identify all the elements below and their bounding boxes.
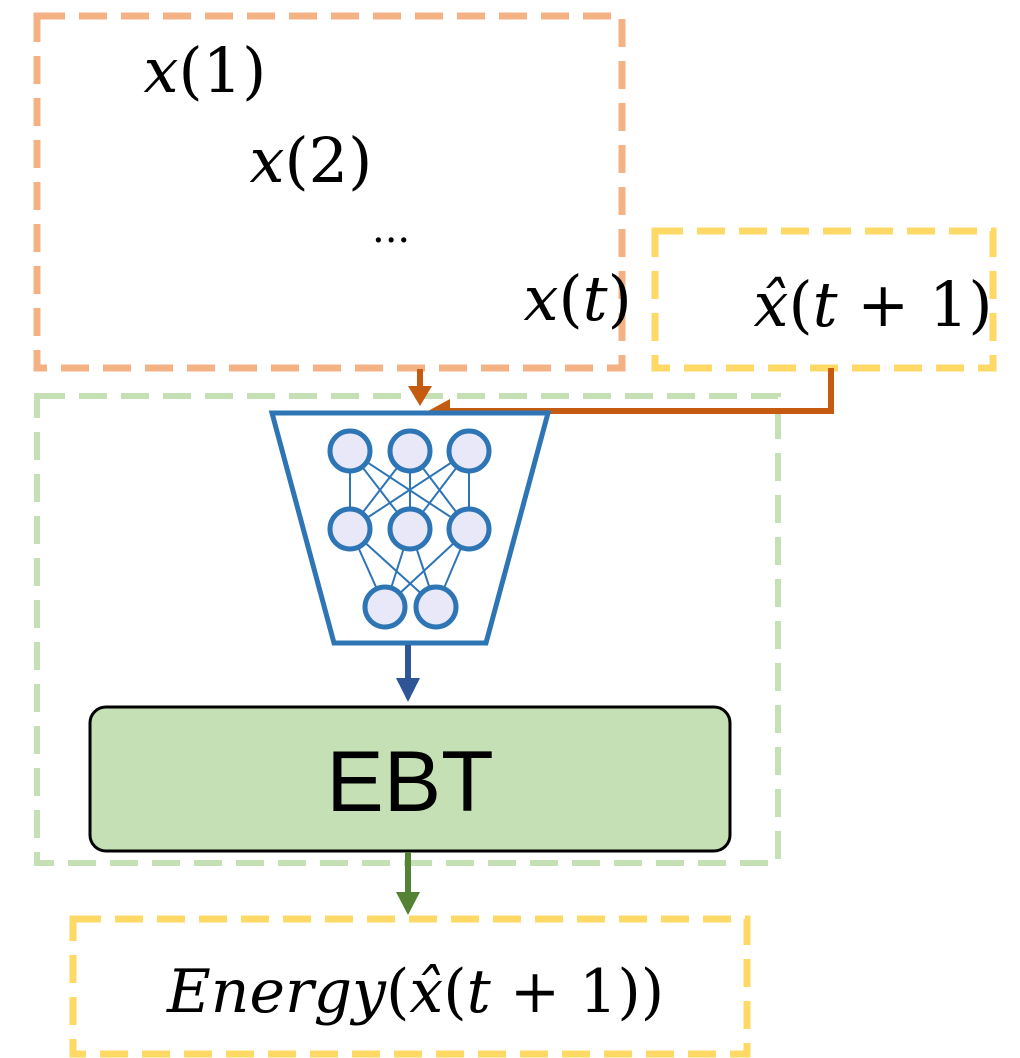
ebt-label: EBT	[326, 734, 493, 830]
output-box	[69, 915, 751, 1058]
candidate-label: x̂(t + 1)	[676, 268, 1020, 341]
ebt-block	[88, 705, 732, 853]
context-to-network-arrowhead	[408, 386, 432, 406]
network-to-ebt-arrowhead	[396, 678, 420, 702]
ebt-to-output-arrowhead	[396, 892, 420, 915]
context-item-t: x(t)	[446, 262, 678, 335]
context-item-2: x(2)	[172, 124, 419, 197]
context-box	[33, 12, 626, 372]
context-ellipsis: ...	[372, 206, 410, 252]
neural-network-trapezoid-icon	[268, 410, 552, 646]
candidate-to-network-arrow	[448, 368, 834, 414]
candidate-box	[651, 227, 997, 372]
context-item-1: x(1)	[66, 34, 313, 107]
output-label: Energy(x̂(t + 1))	[92, 957, 709, 1027]
